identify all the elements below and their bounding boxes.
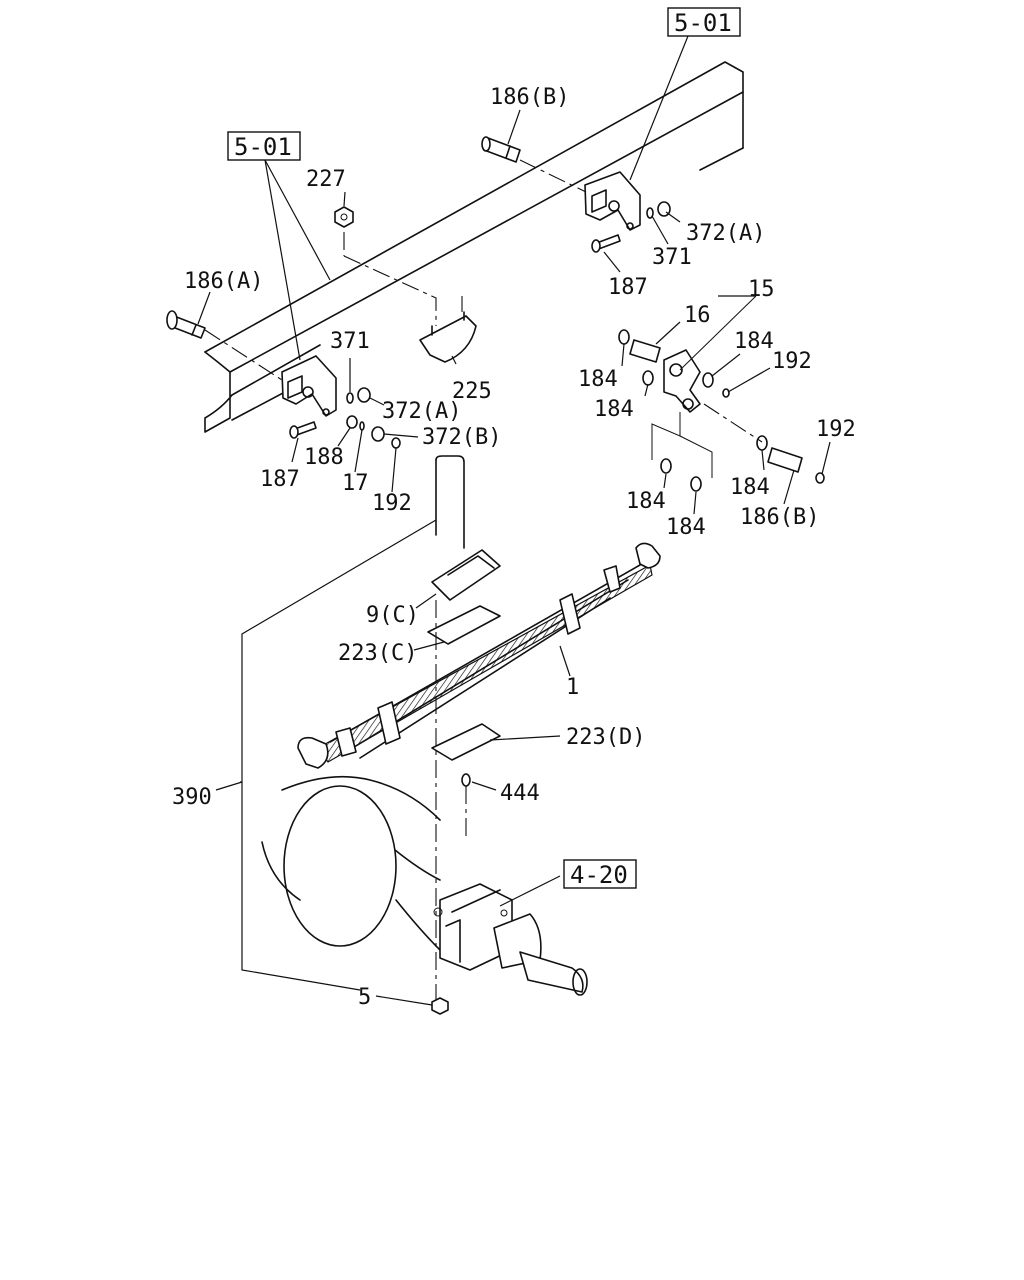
callout-192-c: 192: [816, 417, 856, 442]
callout-184-b: 184: [578, 367, 618, 392]
center-bolt-444: [461, 773, 471, 787]
callout-5: 5: [358, 985, 371, 1010]
callout-labels: 186(B) 227 372(A) 371 187 186(A) 15 16 1…: [172, 85, 856, 1010]
reference-box-5-01-left[interactable]: 5-01: [227, 131, 301, 161]
bolt-187-left: [289, 421, 317, 439]
leader-lines: [197, 35, 831, 1006]
callout-371-left: 371: [330, 329, 370, 354]
callout-188: 188: [304, 445, 344, 470]
callout-223c: 223(C): [338, 641, 417, 666]
plate-223c: [427, 605, 501, 645]
callout-184-d: 184: [626, 489, 666, 514]
frame-rail: [204, 61, 744, 433]
bolt-187-top: [591, 234, 621, 253]
reference-label: 5-01: [234, 133, 292, 161]
nut-5: [431, 997, 449, 1015]
callout-184-f: 184: [666, 515, 706, 540]
callout-186b-right: 186(B): [740, 505, 819, 530]
callout-17: 17: [342, 471, 369, 496]
callout-186a: 186(A): [184, 269, 263, 294]
reference-box-4-20[interactable]: 4-20: [563, 859, 637, 889]
callout-15: 15: [748, 277, 775, 302]
hardware-right-hanger: [646, 201, 671, 219]
callout-372b: 372(B): [422, 425, 501, 450]
spring-pin-186a: [166, 310, 206, 339]
callout-371-top: 371: [652, 245, 692, 270]
centerlines: [204, 159, 763, 1000]
reference-box-5-01-top[interactable]: 5-01: [667, 7, 741, 37]
callout-192-b: 192: [372, 491, 412, 516]
callout-223d: 223(D): [566, 725, 645, 750]
callout-372a-top: 372(A): [686, 221, 765, 246]
plate-223d: [431, 723, 501, 761]
shackle-assembly-15: [618, 329, 825, 492]
callout-187-left: 187: [260, 467, 300, 492]
callout-227: 227: [306, 167, 346, 192]
leaf-spring-1: [297, 542, 661, 769]
spring-pin-186b-top: [481, 136, 521, 163]
callout-390: 390: [172, 785, 212, 810]
callout-192-a: 192: [772, 349, 812, 374]
callout-186b-top: 186(B): [490, 85, 569, 110]
callout-444: 444: [500, 781, 540, 806]
callout-225: 225: [452, 379, 492, 404]
reference-label: 4-20: [570, 861, 628, 889]
front-axle: [261, 775, 588, 996]
callout-184-e: 184: [730, 475, 770, 500]
nut-227: [334, 206, 354, 228]
reference-label: 5-01: [674, 9, 732, 37]
front-spring-hanger: [281, 355, 337, 417]
callout-16: 16: [684, 303, 711, 328]
callout-184-c: 184: [594, 397, 634, 422]
spring-spacer-225: [419, 311, 477, 363]
spring-seat-9c: [431, 549, 501, 601]
callout-184-a: 184: [734, 329, 774, 354]
callout-1: 1: [566, 675, 579, 700]
u-bolt: [435, 455, 465, 549]
callout-187-top: 187: [608, 275, 648, 300]
callout-9c: 9(C): [366, 603, 419, 628]
callout-372a-left: 372(A): [382, 399, 461, 424]
rear-spring-hanger: [584, 171, 641, 231]
